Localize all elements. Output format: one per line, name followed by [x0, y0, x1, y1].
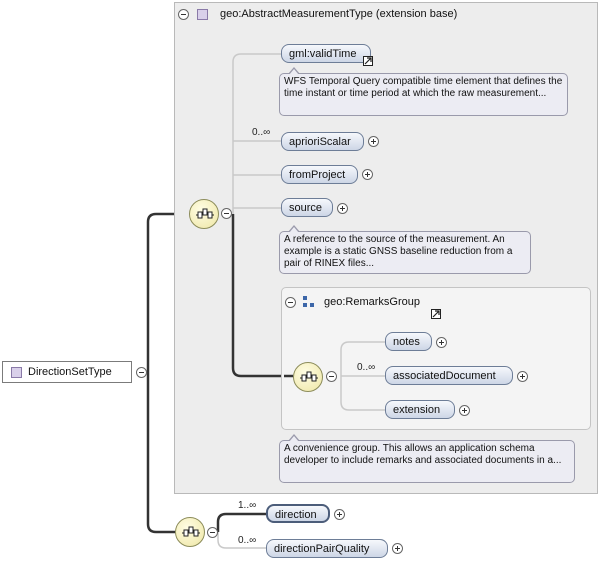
expand-notes-toggle[interactable] — [436, 337, 447, 348]
element-source[interactable]: source — [281, 198, 333, 217]
collapse-sequence-toggle[interactable] — [221, 208, 232, 219]
element-gml-validtime[interactable]: gml:validTime — [281, 44, 371, 63]
cardinality-associateddocument: 0..∞ — [357, 362, 376, 373]
root-type-node[interactable]: DirectionSetType — [2, 361, 132, 383]
element-label: notes — [393, 336, 420, 348]
element-fromproject[interactable]: fromProject — [281, 165, 358, 184]
element-label: directionPairQuality — [274, 543, 370, 555]
cardinality-direction: 1..∞ — [238, 500, 257, 511]
expand-associateddocument-toggle[interactable] — [517, 371, 528, 382]
reference-link-icon[interactable] — [431, 309, 441, 319]
element-label: aprioriScalar — [289, 136, 351, 148]
element-label: extension — [393, 404, 441, 416]
element-direction[interactable]: direction — [266, 504, 330, 523]
complex-type-icon — [11, 367, 22, 378]
connector-seq2-to-direction — [216, 512, 266, 532]
element-extension[interactable]: extension — [385, 400, 455, 419]
collapse-remarks-group-toggle[interactable] — [285, 297, 296, 308]
element-label: fromProject — [289, 169, 346, 181]
sequence-symbol-icon — [182, 526, 200, 537]
cardinality-directionpairquality: 0..∞ — [238, 535, 257, 546]
element-notes[interactable]: notes — [385, 332, 432, 351]
sequence-symbol-icon — [300, 371, 318, 382]
element-associateddocument[interactable]: associatedDocument — [385, 366, 513, 385]
group-icon — [303, 296, 315, 308]
connector-group-to-extension-inner — [340, 376, 385, 411]
expand-directionpairquality-toggle[interactable] — [392, 543, 403, 554]
expand-direction-toggle[interactable] — [334, 509, 345, 520]
reference-link-icon[interactable] — [363, 56, 373, 66]
root-type-label: DirectionSetType — [28, 366, 112, 378]
expand-aprioriscalar-toggle[interactable] — [368, 136, 379, 147]
remarks-group-title: geo:RemarksGroup — [324, 296, 420, 308]
collapse-bottom-sequence-toggle[interactable] — [207, 527, 218, 538]
cardinality-apriori: 0..∞ — [252, 127, 271, 138]
sequence-symbol-icon — [196, 208, 214, 219]
expand-extension-toggle[interactable] — [459, 405, 470, 416]
connector-group-to-notes-inner — [340, 341, 385, 376]
sequence-compositor-icon[interactable] — [189, 199, 219, 229]
connector-seq2-to-pairquality — [217, 532, 266, 549]
connector-seq-to-group-upper — [231, 214, 293, 378]
element-label: source — [289, 202, 323, 214]
sequence-compositor-icon[interactable] — [175, 517, 205, 547]
collapse-extension-toggle[interactable] — [178, 9, 189, 20]
expand-source-toggle[interactable] — [337, 203, 348, 214]
annotation-validtime: WFS Temporal Query compatible time eleme… — [279, 67, 568, 116]
annotation-source: A reference to the source of the measure… — [279, 225, 531, 274]
collapse-inner-sequence-toggle[interactable] — [326, 371, 337, 382]
sequence-compositor-icon[interactable] — [293, 362, 323, 392]
connector-root-to-seq — [146, 212, 189, 372]
annotation-remarks: A convenience group. This allows an appl… — [279, 434, 575, 483]
complex-type-icon — [197, 9, 208, 20]
element-label: direction — [275, 509, 317, 521]
connector-seq-to-validtime-upper — [232, 53, 281, 214]
element-directionpairquality[interactable]: directionPairQuality — [266, 539, 388, 558]
expand-fromproject-toggle[interactable] — [362, 169, 373, 180]
connector-root-to-seq2 — [146, 372, 175, 534]
element-label: associatedDocument — [393, 370, 496, 382]
element-label: gml:validTime — [289, 48, 357, 60]
extension-panel-title: geo:AbstractMeasurementType (extension b… — [220, 8, 458, 20]
collapse-root-toggle[interactable] — [136, 367, 147, 378]
element-aprioriscalar[interactable]: aprioriScalar — [281, 132, 364, 151]
